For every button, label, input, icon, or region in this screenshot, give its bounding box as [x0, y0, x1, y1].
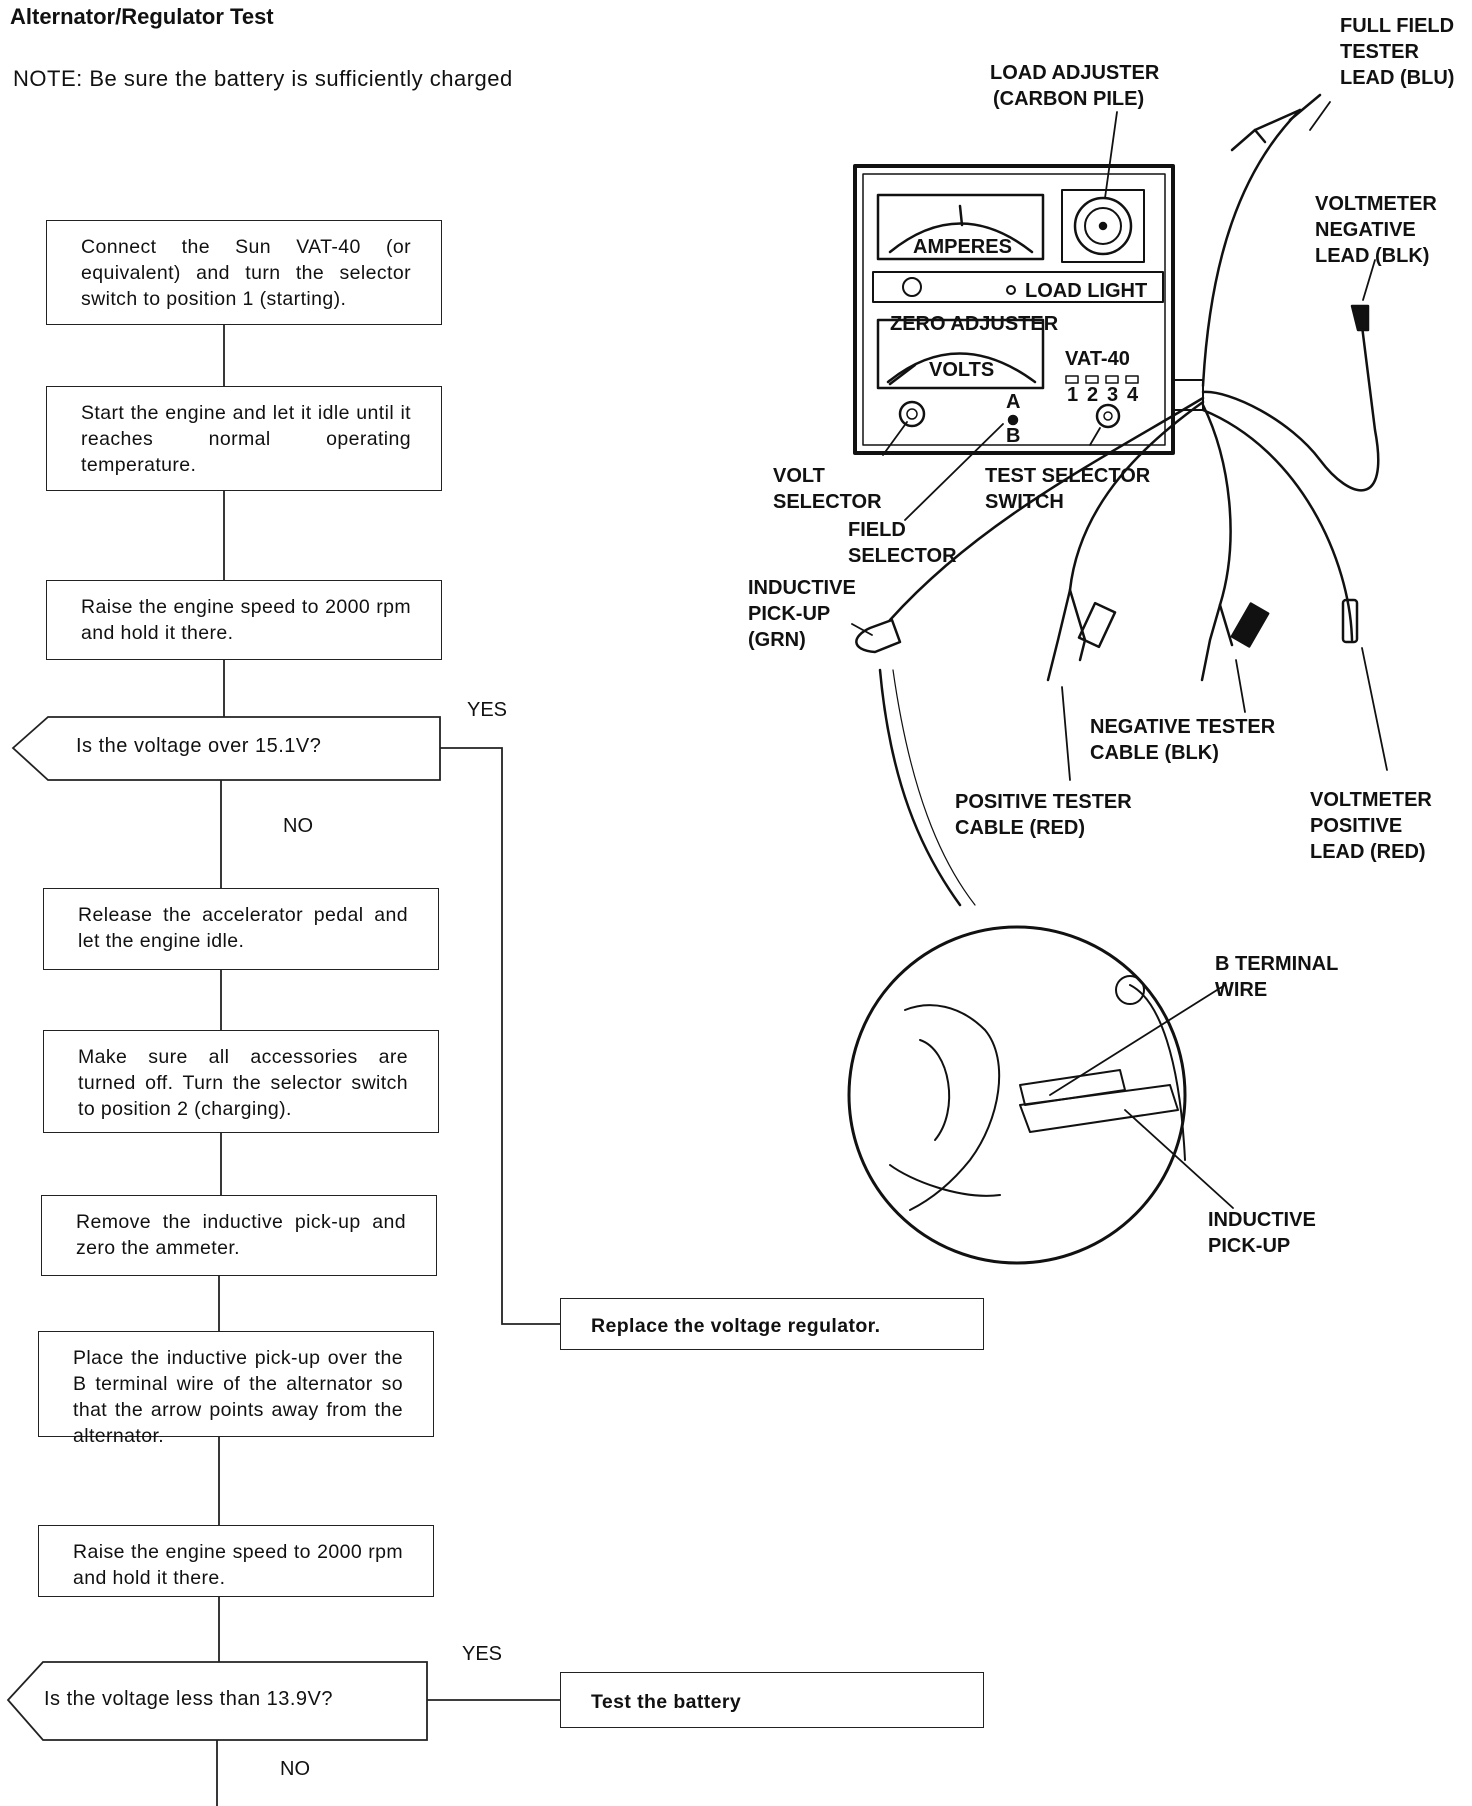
field-a-label: A: [1006, 391, 1020, 413]
callout-negative-cable: NEGATIVE TESTER CABLE (BLK): [1090, 716, 1281, 764]
cable-connector: [1172, 379, 1204, 411]
callout-full-field-lead: FULL FIELD TESTER LEAD (BLU): [1340, 15, 1460, 89]
flow-step-warm-up: Start the engine and let it idle until i…: [46, 386, 442, 491]
flow-step-place-pickup: Place the inductive pick-up over the B t…: [38, 1331, 434, 1447]
flow-step-raise-speed-2-text: Raise the engine speed to 2000 rpm and h…: [73, 1541, 403, 1589]
negative-cable-clamp: [1200, 603, 1234, 682]
flow-step-raise-speed: Raise the engine speed to 2000 rpm and h…: [46, 580, 442, 660]
load-light-lamp: [1006, 285, 1016, 295]
detail-magnifier: [847, 925, 1187, 1265]
flow-step-release-pedal-text: Release the accelerator pedal and let th…: [78, 904, 408, 952]
voltmeter-positive-probe: [1341, 598, 1359, 644]
flow-step-accessories-off-text: Make sure all accessories are turned off…: [78, 1046, 408, 1120]
position-1: 1: [1067, 384, 1078, 406]
load-adjuster-knob: [1061, 189, 1145, 263]
flow-step-connect: Connect the Sun VAT-40 (or equivalent) a…: [46, 220, 442, 325]
flow-step-warm-up-text: Start the engine and let it idle until i…: [81, 402, 411, 476]
amperes-label: AMPERES: [913, 236, 1012, 258]
decision-2-shape: [6, 1661, 428, 1741]
callout-load-adjuster: LOAD ADJUSTER (CARBON PILE): [990, 62, 1165, 110]
voltmeter-window: [876, 318, 1045, 390]
inductive-pickup-clamp: [855, 618, 902, 654]
tester-cabinet: [853, 164, 1175, 455]
flow-result-replace-regulator-text: Replace the voltage regulator.: [591, 1315, 881, 1337]
field-b-label: B: [1006, 425, 1020, 447]
page-title: Alternator/Regulator Test: [10, 4, 274, 29]
zero-adjuster-label: ZERO ADJUSTER: [890, 313, 1059, 335]
decision-1-shape: [11, 716, 441, 781]
callout-voltmeter-negative: VOLTMETER NEGATIVE LEAD (BLK): [1315, 193, 1442, 267]
position-4: 4: [1127, 384, 1139, 406]
position-indicators: [1065, 375, 1139, 384]
field-selector-dot: [1007, 414, 1019, 426]
callout-inductive-pickup-grn: INDUCTIVE PICK-UP (GRN): [748, 577, 861, 651]
callout-positive-cable: POSITIVE TESTER CABLE (RED): [955, 791, 1137, 839]
decision-1-question: Is the voltage over 15.1V?: [76, 735, 322, 757]
flow-step-accessories-off: Make sure all accessories are turned off…: [43, 1030, 439, 1133]
zero-adjuster-screw: [902, 277, 922, 297]
decision-2-question: Is the voltage less than 13.9V?: [44, 1688, 334, 1710]
voltmeter-negative-probe: [1350, 304, 1370, 332]
volts-label: VOLTS: [929, 359, 994, 381]
note-text: NOTE: Be sure the battery is sufficientl…: [13, 66, 513, 91]
model-label: VAT-40: [1065, 348, 1130, 370]
flow-step-raise-speed-2: Raise the engine speed to 2000 rpm and h…: [38, 1525, 434, 1597]
volt-selector-knob: [898, 400, 926, 428]
decision-1-yes-label: YES: [467, 699, 508, 721]
decision-2-no-label: NO: [280, 1758, 310, 1780]
flow-step-connect-text: Connect the Sun VAT-40 (or equivalent) a…: [81, 236, 411, 310]
flow-step-zero-ammeter-text: Remove the inductive pick-up and zero th…: [76, 1211, 406, 1259]
flow-result-replace-regulator: Replace the voltage regulator.: [560, 1298, 984, 1350]
flow-step-raise-speed-text: Raise the engine speed to 2000 rpm and h…: [81, 596, 411, 644]
callout-test-selector: TEST SELECTOR SWITCH: [985, 465, 1156, 513]
callout-voltmeter-positive: VOLTMETER POSITIVE LEAD (RED): [1310, 789, 1437, 863]
magnified-pickup-clamp: [1019, 1084, 1179, 1133]
flow-result-test-battery: Test the battery: [560, 1672, 984, 1728]
callout-volt-selector: VOLT SELECTOR: [773, 465, 882, 513]
position-3: 3: [1107, 384, 1118, 406]
callout-field-selector: FIELD SELECTOR: [848, 519, 957, 567]
ammeter-window: [876, 193, 1045, 261]
full-field-lead-clip: [1253, 93, 1322, 132]
flow-step-place-pickup-text: Place the inductive pick-up over the B t…: [73, 1347, 403, 1447]
flow-result-test-battery-text: Test the battery: [591, 1691, 742, 1713]
load-light-label: LOAD LIGHT: [1025, 280, 1147, 302]
callout-inductive-pickup: INDUCTIVE PICK-UP: [1208, 1209, 1321, 1257]
flow-step-release-pedal: Release the accelerator pedal and let th…: [43, 888, 439, 970]
position-2: 2: [1087, 384, 1098, 406]
test-selector-knob: [1095, 403, 1121, 429]
decision-2-yes-label: YES: [462, 1643, 503, 1665]
decision-1-no-label: NO: [283, 815, 313, 837]
callout-b-terminal-wire: B TERMINAL WIRE: [1215, 953, 1344, 1001]
flow-step-zero-ammeter: Remove the inductive pick-up and zero th…: [41, 1195, 437, 1276]
